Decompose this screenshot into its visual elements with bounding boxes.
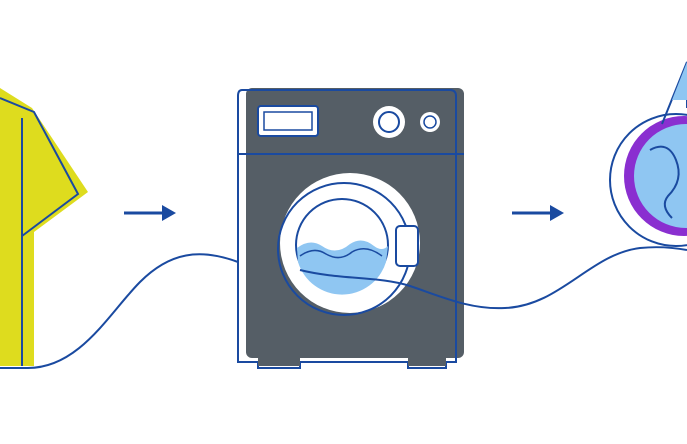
t-shirt-icon bbox=[0, 88, 88, 366]
arrow-right-icon bbox=[124, 205, 176, 221]
washing-machine-icon bbox=[238, 88, 464, 368]
lens-icon bbox=[610, 62, 687, 246]
arrow-right-icon bbox=[512, 205, 564, 221]
